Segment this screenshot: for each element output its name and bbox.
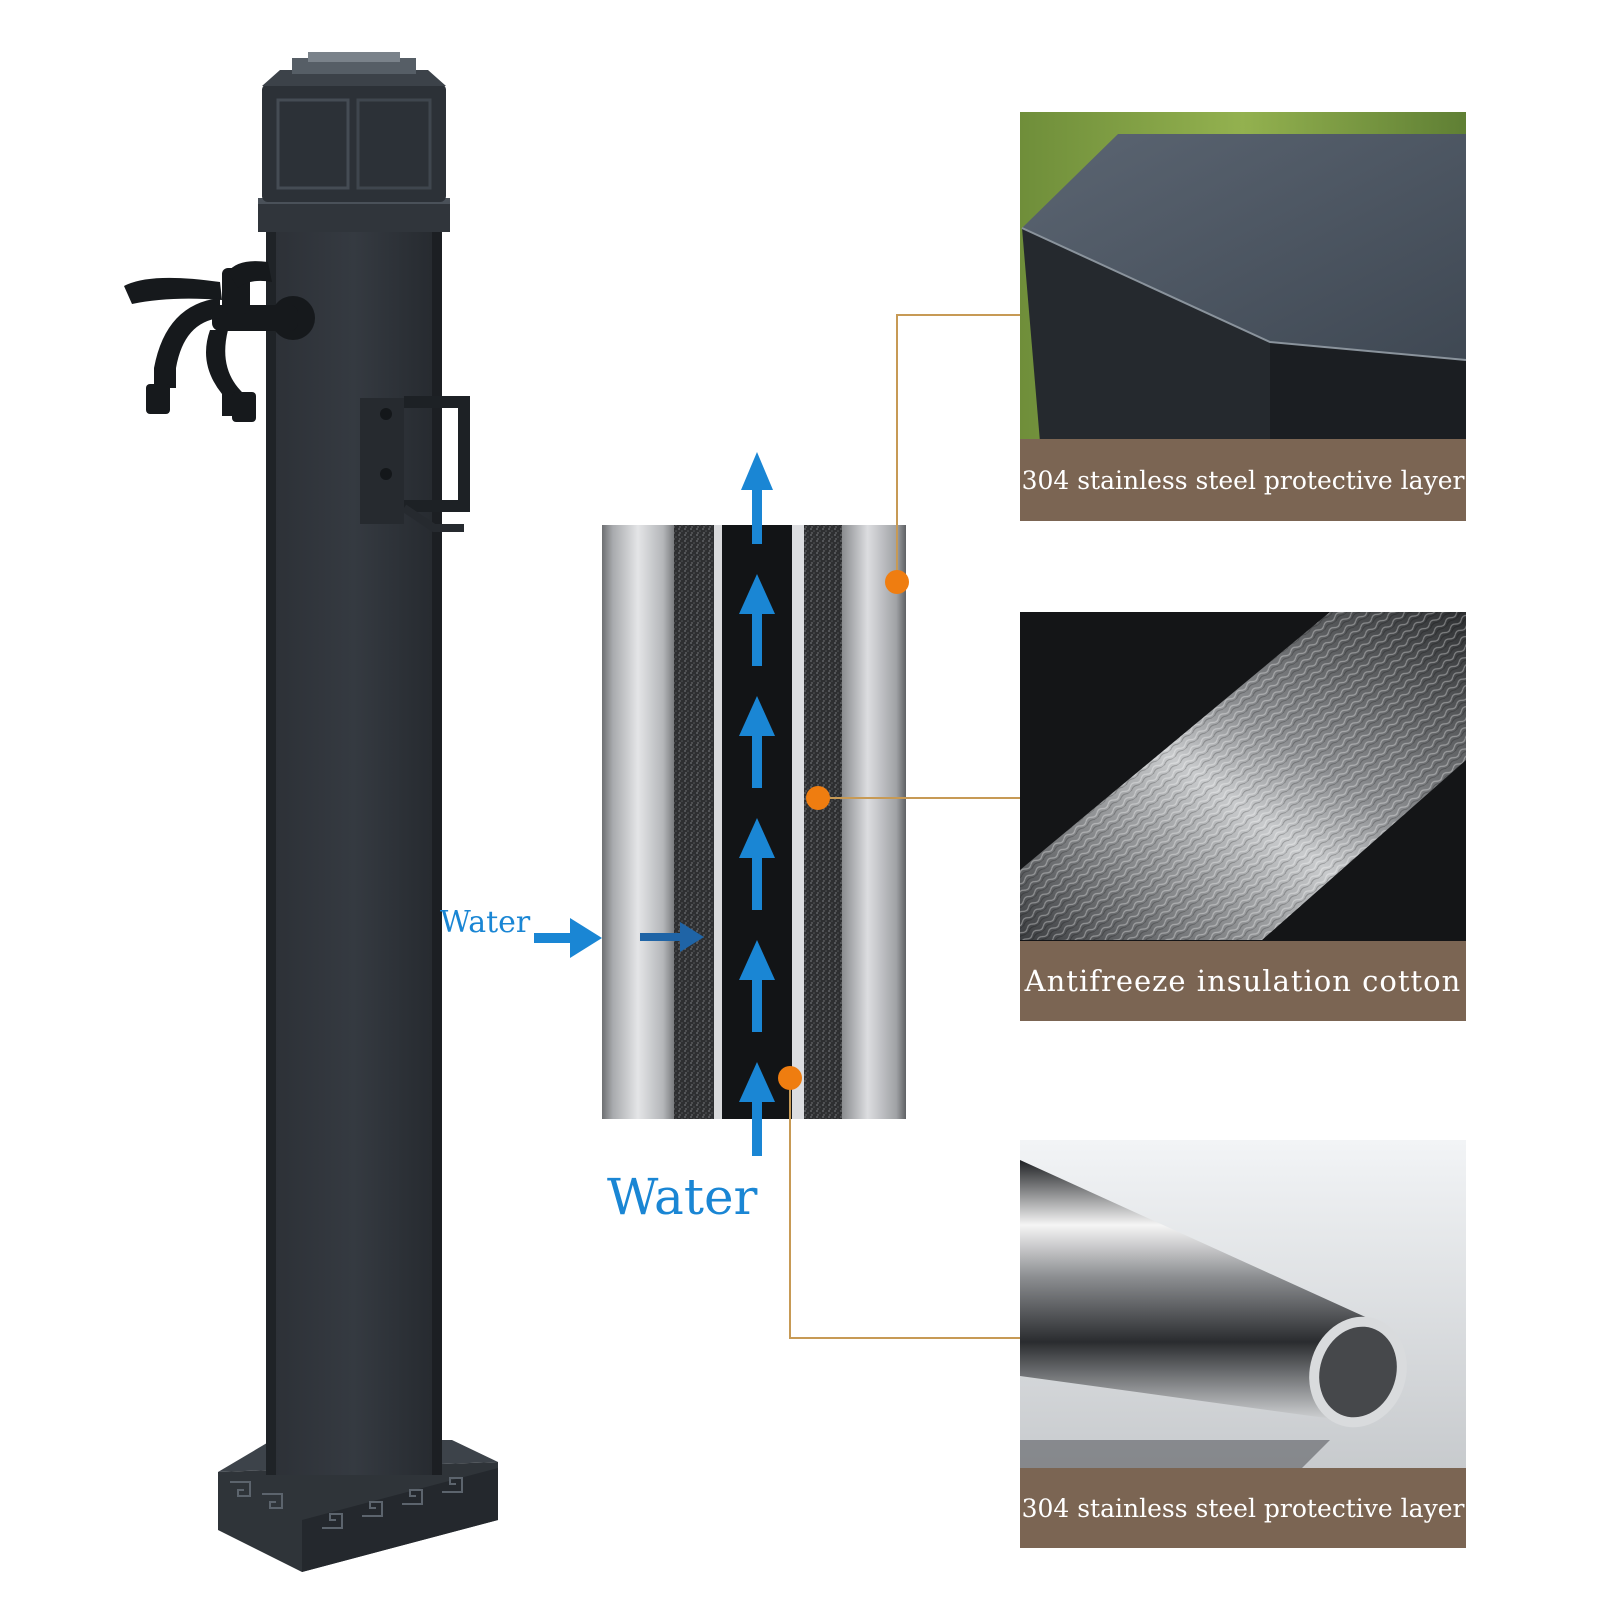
post-cap (262, 84, 446, 202)
dot-icon (806, 786, 830, 810)
arrow-right-icon (640, 922, 704, 952)
insulation-cotton-right (804, 525, 842, 1119)
callout-line-top (896, 314, 1020, 580)
water-inlet-label: Water (440, 905, 531, 940)
arrow-up-icon (739, 1062, 775, 1156)
arrow-up-icon (739, 818, 775, 910)
panel-top-photo (1020, 112, 1467, 442)
post-column (266, 225, 442, 1475)
outer-steel-left (602, 525, 674, 1119)
insulation-cotton-left (674, 525, 714, 1119)
dot-icon (885, 570, 909, 594)
arrow-up-icon (739, 940, 775, 1032)
caption-insulation-cotton: Antifreeze insulation cotton (1020, 941, 1466, 1021)
hose-bracket (360, 396, 470, 532)
dot-icon (778, 1066, 802, 1090)
arrow-up-icon (739, 696, 775, 788)
arrow-right-icon (534, 918, 602, 958)
caption-steel-layer-bottom: 304 stainless steel protective layer (1020, 1468, 1466, 1548)
arrow-up-icon (741, 452, 773, 544)
water-post (124, 52, 498, 1572)
callout-line-bottom (789, 1078, 1020, 1339)
pipe-cross-section (602, 525, 906, 1119)
water-flow (534, 452, 775, 1156)
callout-lines (789, 314, 1020, 1339)
arrow-up-icon (739, 574, 775, 666)
panel-bottom-photo (1020, 1140, 1466, 1470)
caption-steel-layer-top: 304 stainless steel protective layer (1020, 439, 1466, 521)
water-bottom-label: Water (607, 1168, 758, 1226)
faucet (124, 261, 315, 422)
outer-steel-right (842, 525, 906, 1119)
panel-middle-photo (1020, 612, 1466, 942)
